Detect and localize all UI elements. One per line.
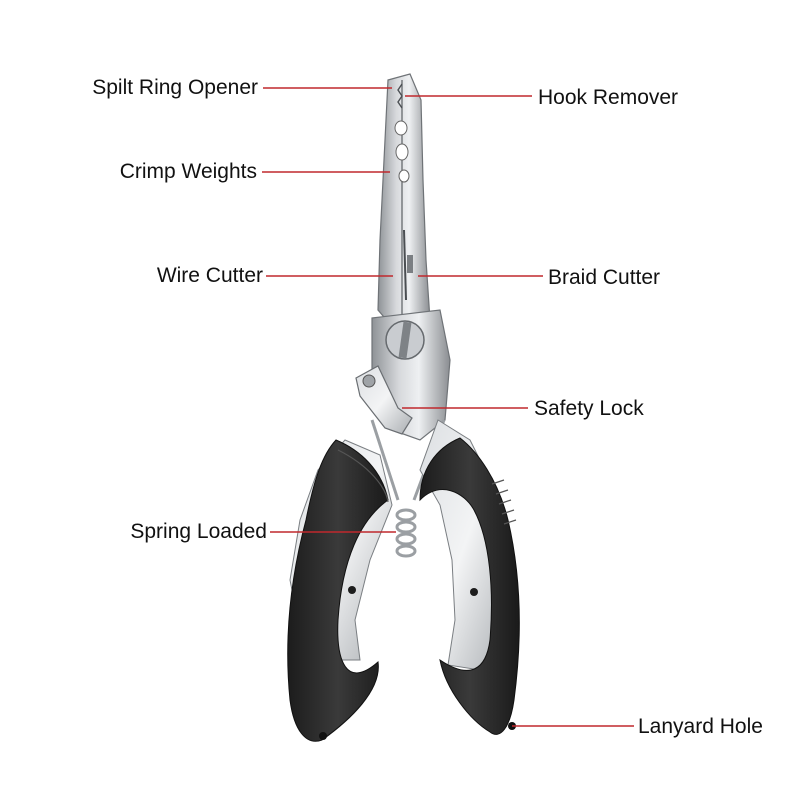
callout-safety-lock: Safety Lock — [534, 397, 644, 420]
callout-lanyard-hole: Lanyard Hole — [638, 715, 763, 738]
callout-hook-remover: Hook Remover — [538, 86, 679, 109]
callout-crimp-weights: Crimp Weights — [119, 160, 257, 183]
right-handle — [419, 419, 520, 735]
safety-lock — [355, 365, 413, 435]
callout-braid-cutter: Braid Cutter — [548, 266, 661, 289]
callout-wire-cutter: Wire Cutter — [156, 264, 263, 287]
leader-lines — [262, 87, 634, 727]
callout-split-ring-opener: Spilt Ring Opener — [92, 76, 258, 99]
callout-spring-loaded: Spring Loaded — [130, 520, 267, 543]
left-handle — [287, 439, 393, 742]
jaw-nose — [377, 73, 431, 331]
